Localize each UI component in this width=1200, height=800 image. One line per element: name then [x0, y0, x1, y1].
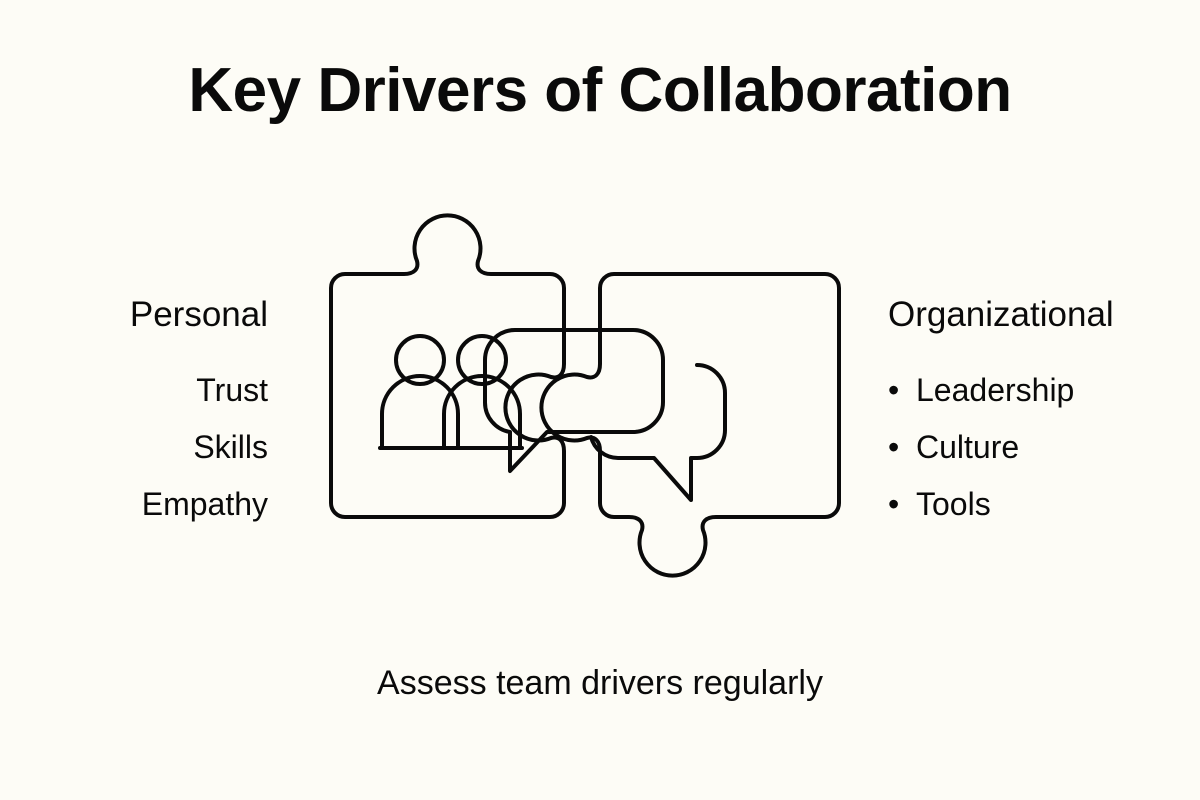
- list-item-label: Tools: [916, 486, 991, 522]
- list-item: • Tools: [888, 476, 1188, 533]
- speech-bubble-front: [482, 328, 665, 473]
- puzzle-piece-personal-outline: [329, 213, 566, 519]
- list-item: • Culture: [888, 419, 1188, 476]
- puzzle-diagram-svg: [329, 213, 841, 578]
- page-title: Key Drivers of Collaboration: [188, 56, 1012, 125]
- left-column-heading: Personal: [129, 295, 268, 334]
- list-item-label: Culture: [916, 429, 1020, 465]
- speech-bubble-back: [589, 363, 727, 502]
- list-item: Skills: [193, 429, 268, 465]
- left-text-column: Personal Trust Skills Empathy: [20, 297, 268, 533]
- list-item: Empathy: [141, 486, 268, 522]
- right-text-column: Organizational • Leadership • Culture • …: [888, 297, 1188, 533]
- speech-bubbles-icon: [482, 328, 727, 502]
- right-column-heading: Organizational: [888, 295, 1114, 334]
- caption-text: Assess team drivers regularly: [377, 664, 823, 702]
- list-item: • Leadership: [888, 362, 1188, 419]
- puzzle-diagram: [300, 180, 870, 600]
- bullet-point-icon: •: [888, 429, 900, 465]
- bullet-point-icon: •: [888, 372, 900, 408]
- list-item-label: Leadership: [916, 372, 1075, 408]
- list-item: Trust: [196, 372, 268, 408]
- bullet-point-icon: •: [888, 486, 900, 522]
- two-people-icon: [378, 334, 524, 450]
- puzzle-piece-organizational-outline: [539, 272, 841, 578]
